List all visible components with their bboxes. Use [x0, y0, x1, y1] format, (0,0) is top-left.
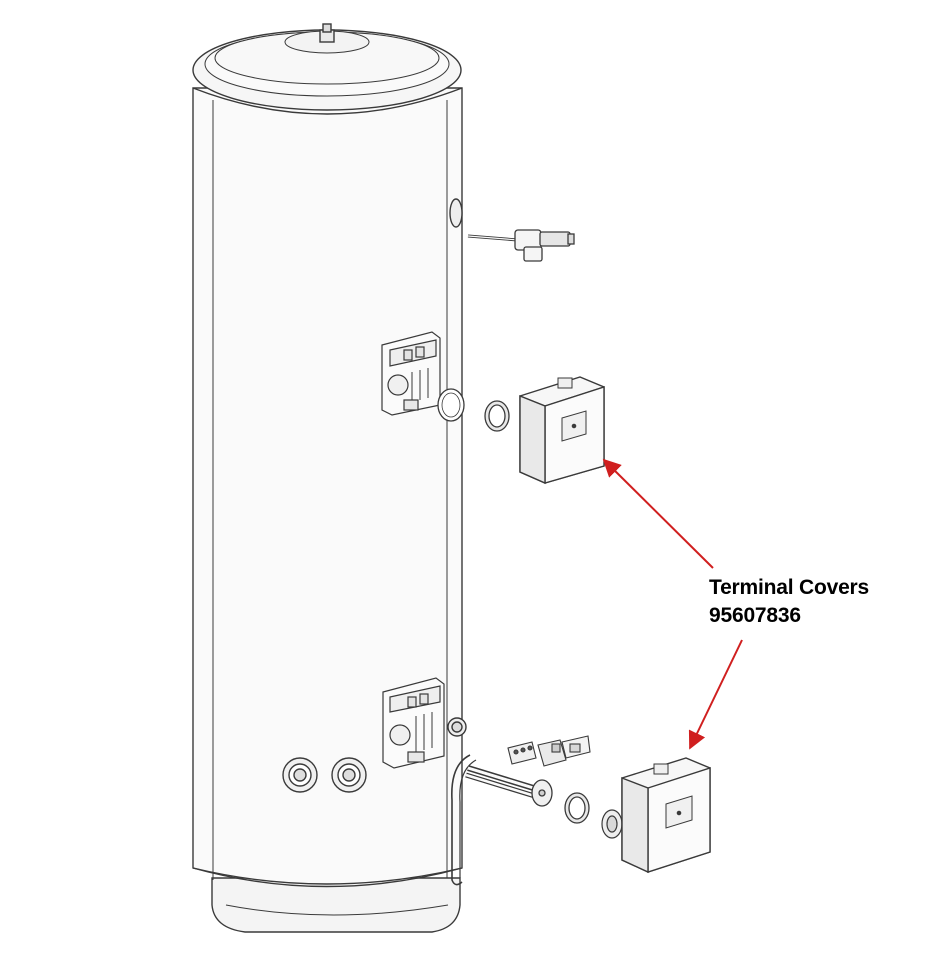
immersion-heater: [465, 765, 553, 807]
upper-sealing-rings: [437, 388, 510, 432]
lower-terminal-cover: [621, 757, 711, 874]
upper-terminal-cover: [519, 376, 605, 485]
pipe-connection-right: [331, 757, 367, 793]
callout-title: Terminal Covers: [709, 576, 870, 599]
arrow-to-lower-cover: [688, 639, 743, 750]
terminal-block: [507, 735, 591, 767]
callout-arrows: [602, 458, 743, 750]
pipe-connection-left: [282, 757, 318, 793]
lower-sealing-ring: [564, 792, 590, 824]
lower-thermostat-bracket: [382, 677, 445, 769]
callout-part-number: 95607836: [709, 604, 801, 627]
arrow-to-upper-cover: [602, 458, 714, 569]
pressure-relief-valve: [467, 229, 575, 262]
lower-gasket: [601, 809, 623, 839]
water-cylinder: [192, 23, 477, 933]
terminal-covers-callout: Terminal Covers 95607836: [709, 574, 869, 630]
upper-thermostat-bracket: [381, 331, 441, 416]
